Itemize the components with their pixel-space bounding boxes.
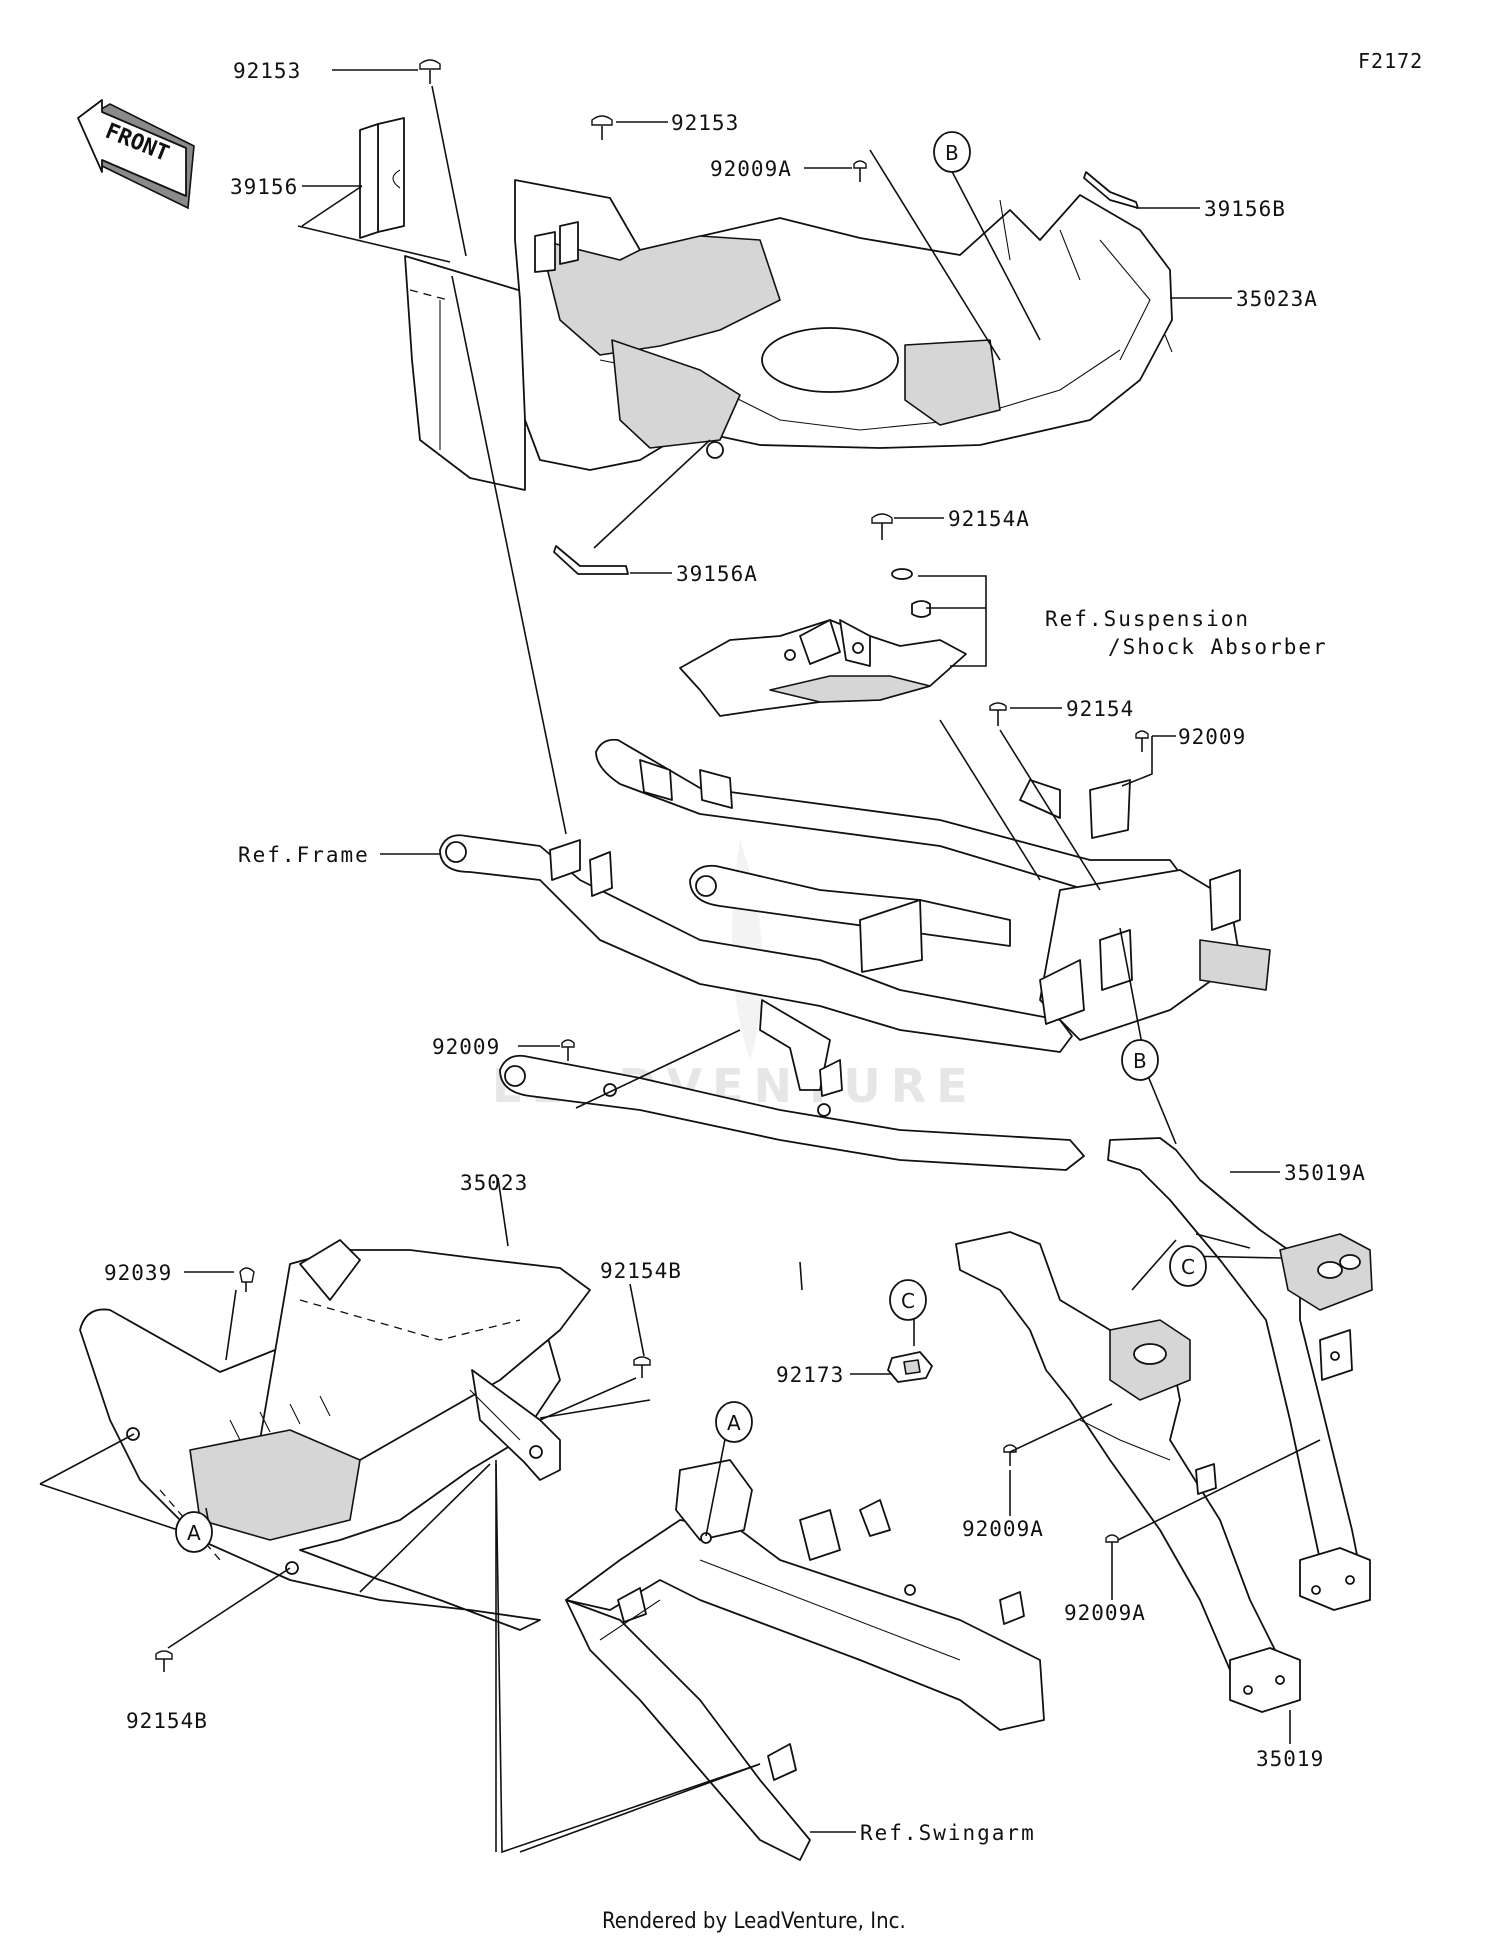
credit-text: Rendered by LeadVenture, Inc.: [602, 1909, 906, 1934]
label-39156A: 39156A: [676, 562, 758, 586]
screw-92154B-upper: [633, 1356, 651, 1378]
clip-39156A: [553, 545, 629, 575]
label-92153-mid: 92153: [671, 111, 739, 135]
label-35023: 35023: [460, 1171, 528, 1195]
callout-A-swingarm: A: [715, 1401, 753, 1443]
label-92154: 92154: [1066, 697, 1134, 721]
swingarm: [565, 1459, 1045, 1861]
leader-lines: [39, 69, 1321, 1854]
screw-92009A-mid: [1003, 1444, 1017, 1466]
rear-fender-35023: [79, 1239, 591, 1631]
bracket-35019A: [1107, 1137, 1373, 1611]
callout-A-fender: A: [175, 1511, 213, 1553]
foam-block-39156: [359, 117, 405, 239]
front-arrow-icon: FRONT: [77, 99, 195, 210]
label-92153-top: 92153: [233, 59, 301, 83]
svg-text:A: A: [187, 1521, 201, 1545]
label-92173: 92173: [776, 1363, 844, 1387]
ref-frame: Ref.Frame: [238, 843, 370, 867]
svg-text:C: C: [1181, 1255, 1195, 1279]
label-92009A-mid: 92009A: [962, 1517, 1044, 1541]
screw-92154: [989, 702, 1007, 726]
svg-text:C: C: [901, 1289, 915, 1313]
label-39156B: 39156B: [1204, 197, 1286, 221]
label-35019A: 35019A: [1284, 1161, 1366, 1185]
label-92009-left: 92009: [432, 1035, 500, 1059]
label-92154B-upper: 92154B: [600, 1259, 682, 1283]
screw-92154B-lower: [155, 1650, 173, 1672]
figure-code: F2172: [1358, 49, 1423, 73]
ref-swingarm: Ref.Swingarm: [860, 1821, 1036, 1845]
callout-C-grommet: C: [889, 1279, 927, 1321]
label-92009A-top: 92009A: [710, 157, 792, 181]
callout-B-top: B: [933, 131, 971, 173]
ref-suspension-2: /Shock Absorber: [1108, 635, 1328, 659]
ref-suspension-1: Ref.Suspension: [1045, 607, 1250, 631]
clip-92039: [239, 1267, 255, 1292]
label-92009-right: 92009: [1178, 725, 1246, 749]
screw-92009A-low: [1105, 1534, 1119, 1556]
grommet-92173: [887, 1351, 933, 1383]
svg-text:A: A: [727, 1411, 741, 1435]
callout-C-right: C: [1169, 1245, 1207, 1287]
label-92154B-lower: 92154B: [126, 1709, 208, 1733]
label-35023A: 35023A: [1236, 287, 1318, 311]
shock-bracket: [679, 513, 967, 717]
callout-B-mid: B: [1121, 1039, 1159, 1081]
under-tray-35023A: [404, 179, 1173, 491]
bolt-92153-mid: [591, 115, 613, 140]
svg-text:B: B: [1133, 1049, 1147, 1073]
screw-92009A-top: [853, 160, 867, 182]
label-39156: 39156: [230, 175, 298, 199]
svg-text:B: B: [945, 141, 959, 165]
bolt-92153-top: [419, 59, 441, 84]
label-35019: 35019: [1256, 1747, 1324, 1771]
label-92154A: 92154A: [948, 507, 1030, 531]
screw-92009-right: [1135, 730, 1149, 752]
bracket-35019: [955, 1231, 1301, 1713]
label-92009A-low: 92009A: [1064, 1601, 1146, 1625]
rear-frame: [439, 738, 1271, 1171]
screw-92009-left: [561, 1039, 575, 1061]
label-92039: 92039: [104, 1261, 172, 1285]
